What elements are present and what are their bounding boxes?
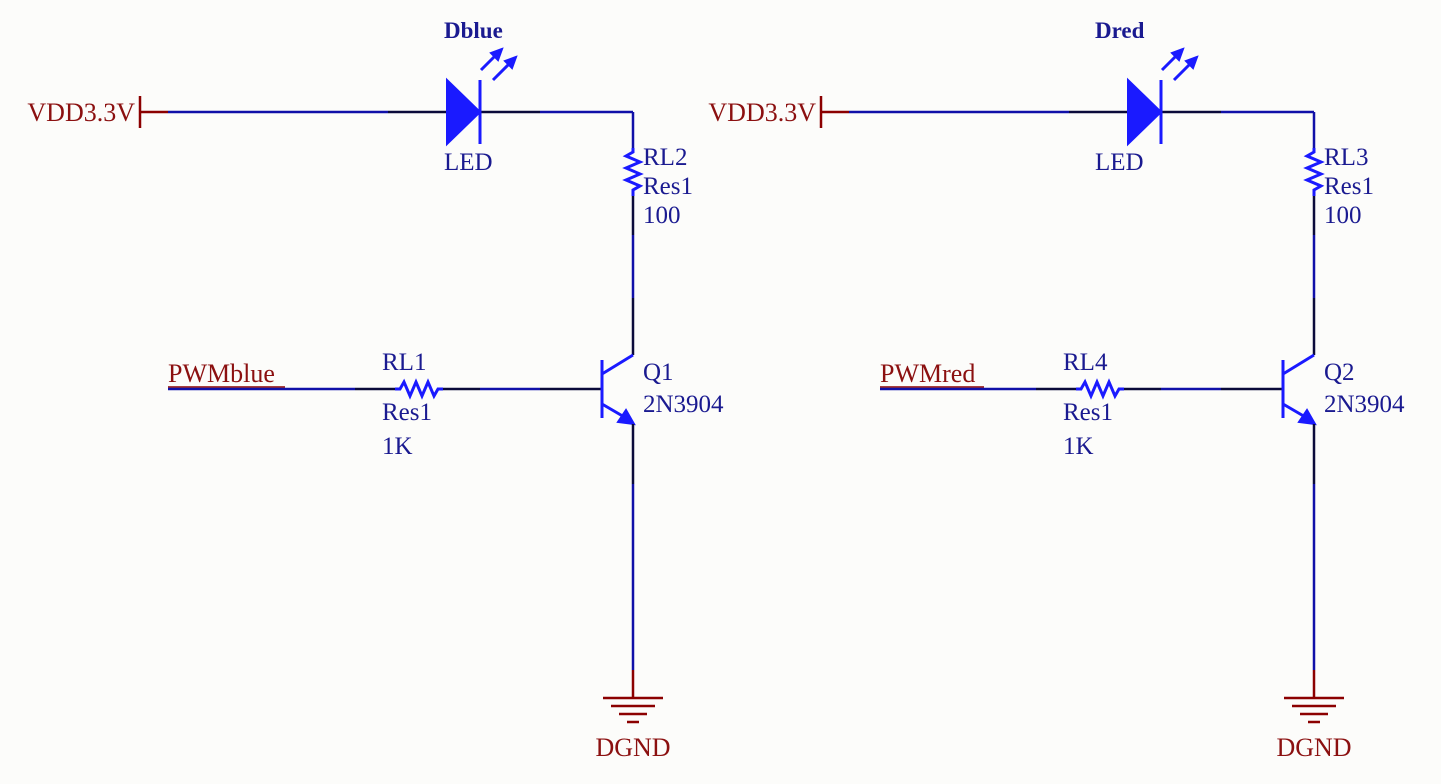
collector-resistor-comment: Res1 — [1324, 173, 1374, 200]
led-comment: LED — [444, 149, 493, 176]
led-comment: LED — [1095, 149, 1144, 176]
base-resistor-designator: RL4 — [1063, 349, 1108, 376]
collector-resistor-designator: RL2 — [643, 144, 687, 171]
collector-resistor-comment: Res1 — [643, 173, 693, 200]
base-resistor-comment: Res1 — [1063, 399, 1113, 426]
collector-resistor-value: 100 — [643, 202, 681, 229]
base-resistor-symbol — [1076, 378, 1124, 400]
collector-resistor-symbol — [622, 148, 644, 196]
collector-resistor-value: 100 — [1324, 202, 1362, 229]
power-port-vdd: VDD3.3V — [708, 96, 849, 128]
collector-resistor-designator: RL3 — [1324, 144, 1368, 171]
transistor-designator: Q2 — [1324, 359, 1355, 386]
power-port-vdd: VDD3.3V — [27, 96, 168, 128]
ground-net-label: DGND — [1276, 733, 1351, 762]
npn-transistor-symbol — [600, 353, 636, 426]
base-resistor-designator: RL1 — [382, 349, 426, 376]
power-net-label: VDD3.3V — [708, 98, 816, 127]
transistor-part: 2N3904 — [1324, 391, 1405, 418]
base-resistor-symbol — [395, 378, 443, 400]
circuit-red: VDD3.3V Dred LED RL3 Res1 100 PWMred — [708, 18, 1405, 762]
ground-symbol — [1284, 696, 1344, 724]
circuit-blue: VDD3.3V Dblue LED RL2 Res1 100 PWMblue — [27, 18, 724, 762]
npn-transistor-symbol — [1281, 353, 1317, 426]
collector-resistor-symbol — [1303, 148, 1325, 196]
led-designator: Dred — [1095, 18, 1145, 43]
input-net-label: PWMred — [880, 359, 975, 388]
base-resistor-value: 1K — [1063, 433, 1094, 460]
led-symbol — [446, 47, 518, 147]
led-designator: Dblue — [444, 18, 503, 43]
input-net-label: PWMblue — [168, 359, 275, 388]
ground-symbol — [603, 696, 663, 724]
transistor-designator: Q1 — [643, 359, 674, 386]
transistor-part: 2N3904 — [643, 391, 724, 418]
base-resistor-comment: Res1 — [382, 399, 432, 426]
base-resistor-value: 1K — [382, 433, 413, 460]
ground-net-label: DGND — [595, 733, 670, 762]
led-symbol — [1127, 47, 1199, 147]
power-net-label: VDD3.3V — [27, 98, 135, 127]
